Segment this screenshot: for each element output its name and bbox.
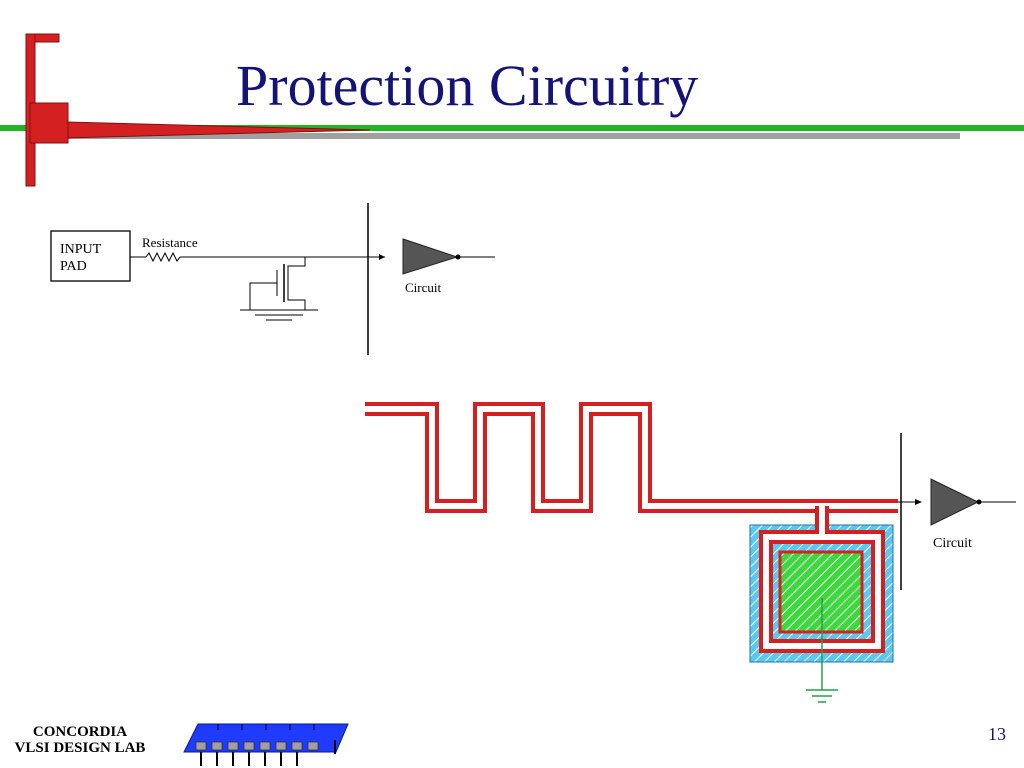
slide-title: Protection Circuitry: [236, 53, 699, 118]
layout-signal-arrow: [915, 499, 922, 505]
header-green-rule: [0, 125, 1024, 131]
resistor-label: Resistance: [142, 235, 198, 250]
signal-arrow: [379, 254, 385, 260]
layout-diagram: Circuit: [365, 402, 1016, 703]
buffer-label: Circuit: [405, 280, 441, 295]
chip-logo: [183, 723, 349, 766]
serpentine-resistor: [365, 402, 898, 513]
buffer-triangle: [402, 238, 459, 275]
footer-org-name: CONCORDIA VLSI DESIGN LAB: [0, 724, 160, 756]
page-number: 13: [988, 724, 1006, 744]
schematic: INPUT PAD Resistance Circuit: [50, 203, 495, 355]
input-pad-box: [50, 230, 131, 282]
ground-symbol: [806, 689, 838, 703]
footer-org-line2: VLSI DESIGN LAB: [14, 740, 146, 756]
header-decoration: [0, 33, 1024, 187]
input-pad-label-line1: INPUT: [60, 242, 102, 257]
input-pad-label-line2: PAD: [60, 259, 87, 274]
protection-transistor: [240, 257, 318, 321]
header-red-square: [29, 102, 69, 144]
resistor-symbol: [145, 251, 181, 263]
layout-buffer-label: Circuit: [933, 536, 972, 551]
contact-region: [778, 550, 864, 634]
footer-org-line1: CONCORDIA: [32, 724, 128, 740]
header-red-tab: [34, 33, 60, 43]
header-gray-rule: [60, 133, 960, 139]
protection-diagrams: INPUT PAD Resistance Circuit: [50, 203, 1016, 703]
layout-buffer-triangle: [930, 478, 980, 526]
